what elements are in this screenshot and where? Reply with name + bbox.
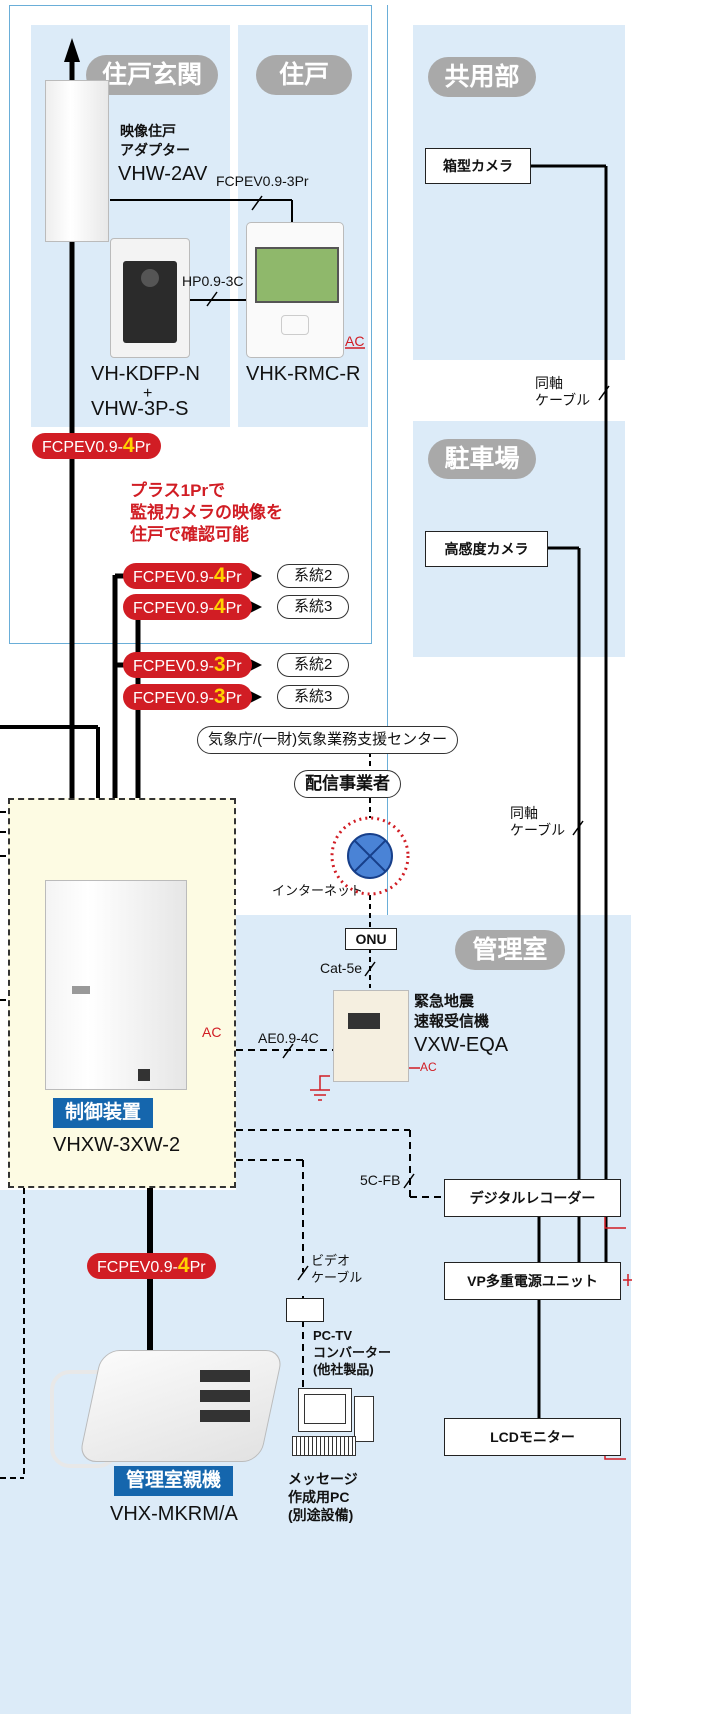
cable-pill-4pr-top: FCPEV0.9-4Pr [32,433,161,459]
cable-pill-4pr-master: FCPEV0.9-4Pr [87,1253,216,1279]
section-dwelling: 住戸 [256,55,352,95]
system-3-label-b: 系統3 [277,685,350,709]
master-unit-image [40,1330,284,1470]
room-monitor-image [246,222,344,358]
cable-fcpev-3pr: FCPEV0.9-3Pr [216,173,309,189]
door-station-image [110,238,190,358]
cable-pill-3pr-sys3: FCPEV0.9-3Pr [123,684,252,710]
video-adapter-image [45,80,109,242]
pc-tv-converter-box [286,1298,324,1322]
distributor-label: 配信事業者 [294,770,401,798]
cable-pill-4pr-sys3: FCPEV0.9-4Pr [123,594,252,620]
adapter-model: VHW-2AV [118,163,208,185]
pc-label: メッセージ 作成用PC (別途設備) [288,1471,358,1523]
section-entrance: 住戸玄関 [86,55,218,95]
note-plus-1pr: プラス1Prで 監視カメラの映像を 住戸で確認可能 [130,481,283,544]
coax-label-2: 同軸 ケーブル [510,805,566,838]
lcd-monitor: LCDモニター [444,1418,621,1456]
master-unit-label: 管理室親機 [114,1466,234,1496]
door-station-model-b: VHW-3P-S [91,398,189,420]
internet-label: インターネット [272,883,364,898]
system-3-label-a: 系統3 [277,595,350,619]
door-station-plus: + [143,385,153,402]
cable-pill-3pr-sys2: FCPEV0.9-3Pr [123,652,252,678]
box-camera: 箱型カメラ [425,148,531,184]
section-common: 共用部 [428,57,536,97]
video-cable-label: ビデオ ケーブル [311,1253,363,1285]
digital-recorder: デジタルレコーダー [444,1179,621,1217]
ac-label-eew: AC [420,1060,437,1074]
pc-image [292,1388,374,1458]
eew-description: 緊急地震 速報受信機 [414,993,490,1030]
ac-label-control: AC [202,1024,222,1040]
system-2-label-a: 系統2 [277,564,350,588]
adapter-description: 映像住戸 アダプター [120,123,190,158]
jma-center-label: 気象庁/(一財)気象業務支援センター [197,726,459,754]
section-management: 管理室 [455,930,565,970]
left-outer-frame [9,5,372,644]
eew-model: VXW-EQA [414,1034,509,1056]
eew-receiver-image [333,990,409,1082]
section-parking: 駐車場 [428,439,536,479]
cable-cat5e: Cat-5e [320,960,363,976]
control-unit-label: 制御装置 [53,1098,154,1128]
system-2-label-b: 系統2 [277,653,350,677]
coax-label-1: 同軸 ケーブル [535,375,591,408]
cable-pill-4pr-sys2: FCPEV0.9-4Pr [123,563,252,589]
monitor-model: VHK-RMC-R [246,363,361,385]
ac-label-monitor: AC [345,333,365,349]
control-unit-model: VHXW-3XW-2 [53,1134,181,1156]
door-station-model-a: VH-KDFP-N [91,363,200,385]
onu-box: ONU [345,928,397,950]
cable-5c-fb: 5C-FB [360,1172,401,1188]
converter-label: PC-TV コンバーター (他社製品) [313,1328,392,1377]
master-unit-model: VHX-MKRM/A [110,1503,238,1525]
cable-hp: HP0.9-3C [182,273,244,289]
high-sensitivity-camera: 高感度カメラ [425,531,548,567]
cable-ae: AE0.9-4C [258,1030,319,1046]
control-unit-image [45,880,187,1090]
vp-power-unit: VP多重電源ユニット [444,1262,621,1300]
